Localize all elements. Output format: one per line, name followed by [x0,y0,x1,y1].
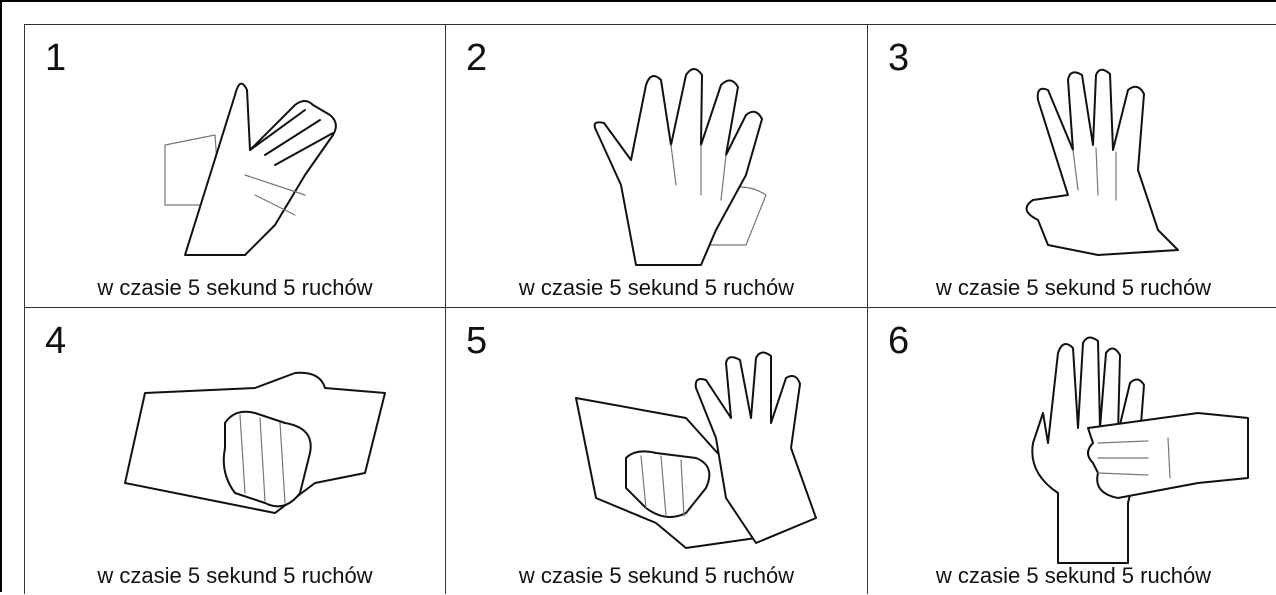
step-caption: w czasie 5 sekund 5 ruchów [446,275,867,301]
step-caption: w czasie 5 sekund 5 ruchów [868,275,1276,301]
step-5-panel: 5 w czasie 5 sekund 5 ruchów [446,308,867,595]
thumb-rotation-icon [556,348,826,548]
step-caption: w czasie 5 sekund 5 ruchów [25,275,445,301]
palm-over-dorsum-interlaced-icon [576,55,806,265]
step-number: 4 [45,322,66,360]
palm-to-palm-interlaced-icon [978,60,1198,260]
step-number: 5 [466,322,487,360]
step-caption: w czasie 5 sekund 5 ruchów [25,563,445,589]
step-number: 2 [466,39,487,77]
fingertips-rotation-icon [998,333,1238,563]
step-number: 1 [45,39,66,77]
step-6-panel: 6 w czasie 5 sekund 5 ruchów [868,308,1276,595]
backs-of-fingers-icon [125,353,385,523]
step-caption: w czasie 5 sekund 5 ruchów [446,563,867,589]
step-1-panel: 1 w czasie 5 sekund 5 ruchów [25,25,445,307]
step-number: 6 [888,322,909,360]
step-number: 3 [888,39,909,77]
step-caption: w czasie 5 sekund 5 ruchów [868,563,1276,589]
palm-to-palm-icon [155,55,365,255]
step-2-panel: 2 w czasie 5 sekund 5 ruchów [446,25,867,307]
step-3-panel: 3 w czasie 5 sekund 5 ruchów [868,25,1276,307]
steps-grid: 1 w czasie 5 sekund 5 ruchów 2 w czasie … [24,24,1276,594]
step-4-panel: 4 w czasie 5 sekund 5 ruchów [25,308,445,595]
